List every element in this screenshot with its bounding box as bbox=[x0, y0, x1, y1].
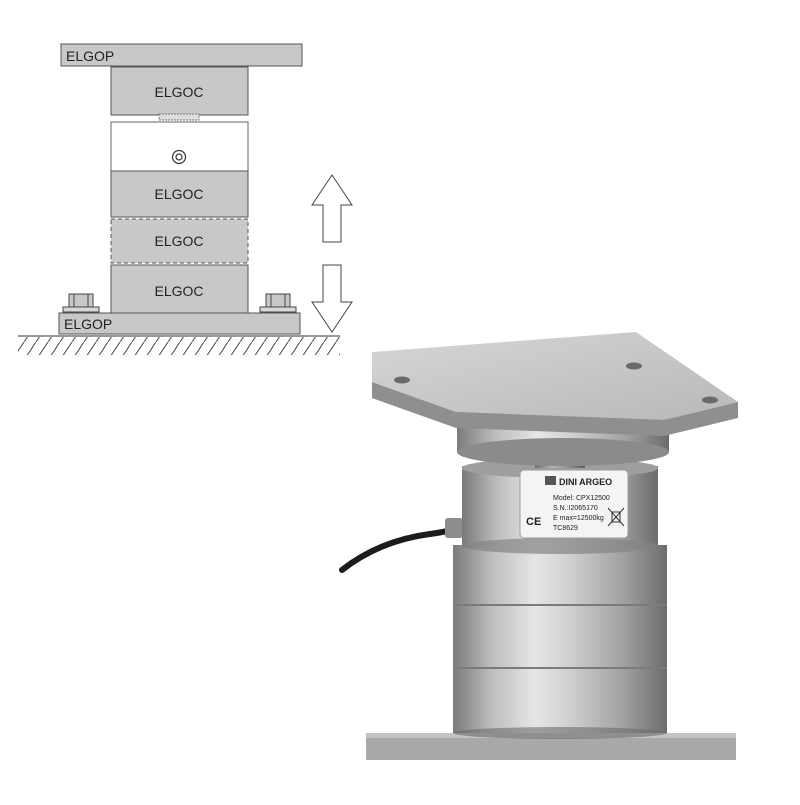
module-block-1 bbox=[110, 170, 249, 218]
cert-text: TC8629 bbox=[553, 525, 578, 532]
top-plate-label: ELGOP bbox=[66, 48, 114, 64]
model-text: Model: CPX12500 bbox=[553, 495, 610, 502]
top-cap-block bbox=[110, 66, 249, 116]
photo-top-plate bbox=[372, 332, 738, 420]
module-2-label: ELGOC bbox=[154, 233, 203, 249]
center-pin-block bbox=[110, 121, 249, 172]
emax-text: E max=12500kg bbox=[553, 515, 604, 522]
photo-base-plate bbox=[366, 735, 736, 760]
up-arrow-icon bbox=[311, 174, 353, 243]
bolt-icon bbox=[259, 293, 297, 313]
label-plate bbox=[519, 469, 629, 539]
schematic-diagram: ELGOP ELGOC ELGOC ELGOC ELGOC bbox=[18, 43, 353, 355]
top-cap-label: ELGOC bbox=[154, 84, 203, 100]
base-plate-label: ELGOP bbox=[64, 316, 112, 332]
brand-logo-icon bbox=[545, 476, 556, 485]
module-3-label: ELGOC bbox=[154, 283, 203, 299]
cylinder-lower-body bbox=[453, 545, 667, 733]
module-block-2-optional bbox=[110, 218, 249, 264]
base-plate bbox=[58, 312, 301, 335]
center-pin-icon bbox=[171, 149, 187, 165]
serial-text: S.N.:I2065170 bbox=[553, 505, 598, 512]
load-cell-photo: DINI ARGEO Model: CPX12500 S.N.:I2065170… bbox=[339, 332, 738, 760]
module-1-label: ELGOC bbox=[154, 186, 203, 202]
top-plate bbox=[60, 43, 303, 67]
cable-gland bbox=[445, 518, 463, 538]
down-arrow-icon bbox=[311, 264, 353, 333]
brand-name: DINI ARGEO bbox=[559, 477, 612, 487]
ground-hatching bbox=[18, 337, 340, 355]
crossed-bin-icon bbox=[607, 507, 625, 527]
top-cap-recess bbox=[158, 113, 200, 121]
cable bbox=[339, 525, 463, 573]
bolt-icon bbox=[62, 293, 100, 313]
ce-mark: CE bbox=[526, 516, 541, 528]
